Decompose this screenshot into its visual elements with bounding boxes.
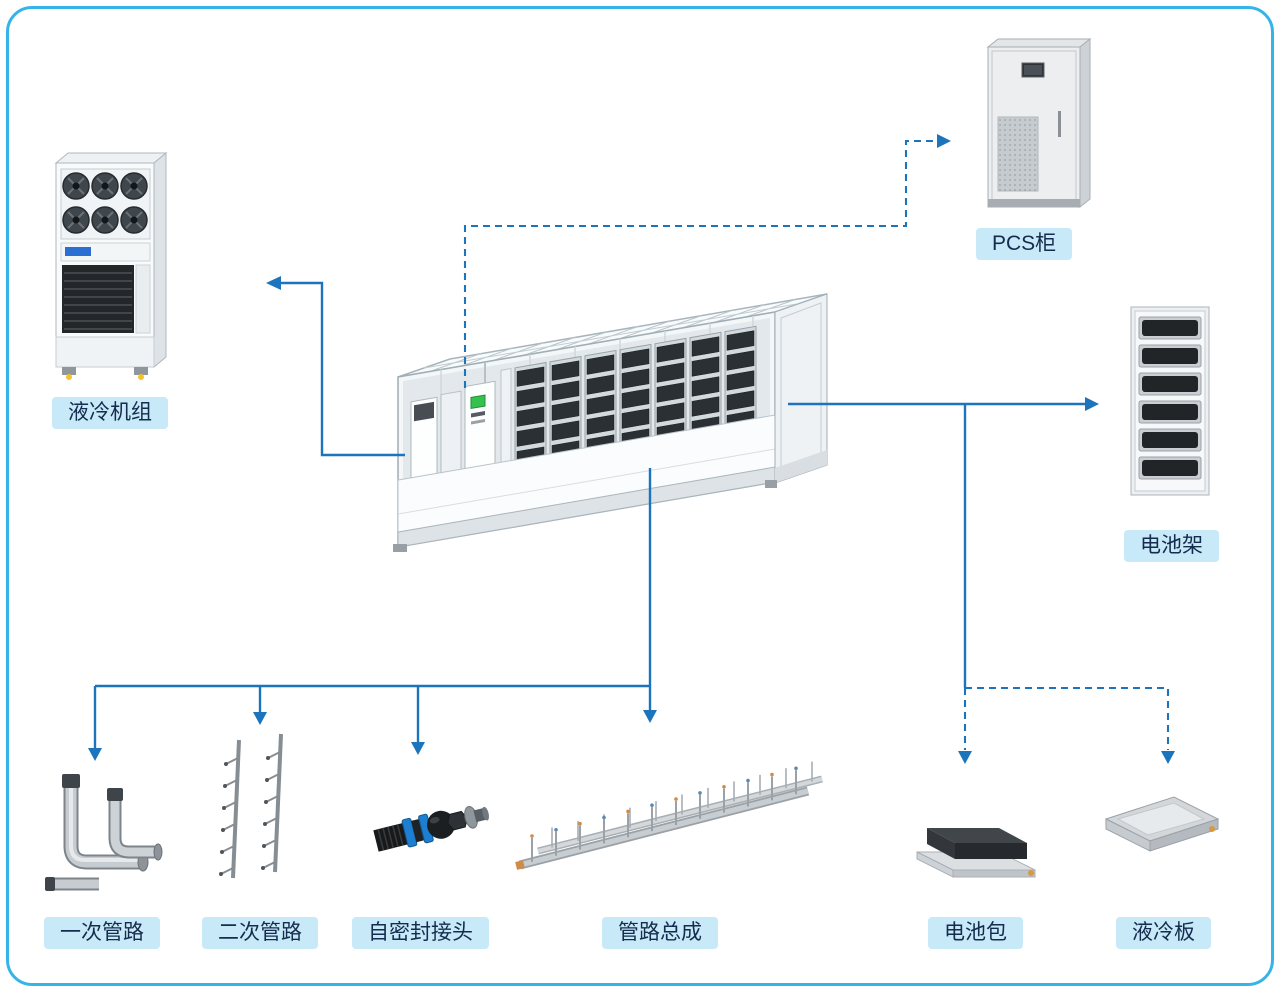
battery-pack-label: 电池包 xyxy=(928,917,1023,949)
fan-grid xyxy=(60,168,151,240)
self-sealing-connector-label: 自密封接头 xyxy=(352,917,489,949)
rack-modules xyxy=(1138,316,1202,480)
self-sealing-connector-illustration xyxy=(372,772,492,877)
cooling-plate-illustration xyxy=(1096,777,1226,877)
piping-assembly-illustration xyxy=(512,733,832,898)
container-front-face xyxy=(397,311,776,548)
battery-rack-label: 电池架 xyxy=(1124,530,1219,562)
piping-assembly-label: 管路总成 xyxy=(602,917,718,949)
control-screen xyxy=(470,394,486,410)
cooling-plate-label: 液冷板 xyxy=(1116,917,1211,949)
cooling-unit-label: 液冷机组 xyxy=(52,397,168,429)
pcs-cabinet-illustration xyxy=(978,33,1098,213)
primary-piping-illustration xyxy=(35,762,165,907)
battery-rack-illustration xyxy=(1125,303,1215,498)
container-control-cabinets xyxy=(410,380,496,483)
arrow-to-piping-assembly xyxy=(643,710,657,723)
primary-piping-label: 一次管路 xyxy=(44,917,160,949)
cabinet-handle xyxy=(1058,111,1061,137)
arrow-to-battery-pack xyxy=(958,751,972,764)
storage-container-illustration xyxy=(375,282,845,572)
cooling-unit-illustration xyxy=(42,145,182,395)
battery-pack-illustration xyxy=(903,778,1048,888)
brand-sticker xyxy=(65,247,91,256)
pcs-cabinet-label: PCS柜 xyxy=(976,228,1073,260)
arrow-to-battery-rack xyxy=(1085,397,1099,411)
arrow-to-pcs-cabinet xyxy=(937,134,951,148)
arrow-to-cooling-plate xyxy=(1161,751,1175,764)
secondary-piping-illustration xyxy=(205,726,305,896)
secondary-piping-label: 二次管路 xyxy=(202,917,318,949)
line-to-cooling-plate xyxy=(965,686,1170,750)
arrow-to-secondary-piping xyxy=(253,712,267,725)
container-end-face xyxy=(774,293,828,484)
arrow-to-primary-piping xyxy=(88,748,102,761)
air-grille xyxy=(62,265,134,333)
arrow-to-cooling-unit xyxy=(266,276,281,290)
arrow-to-self-sealing-connector xyxy=(411,742,425,755)
